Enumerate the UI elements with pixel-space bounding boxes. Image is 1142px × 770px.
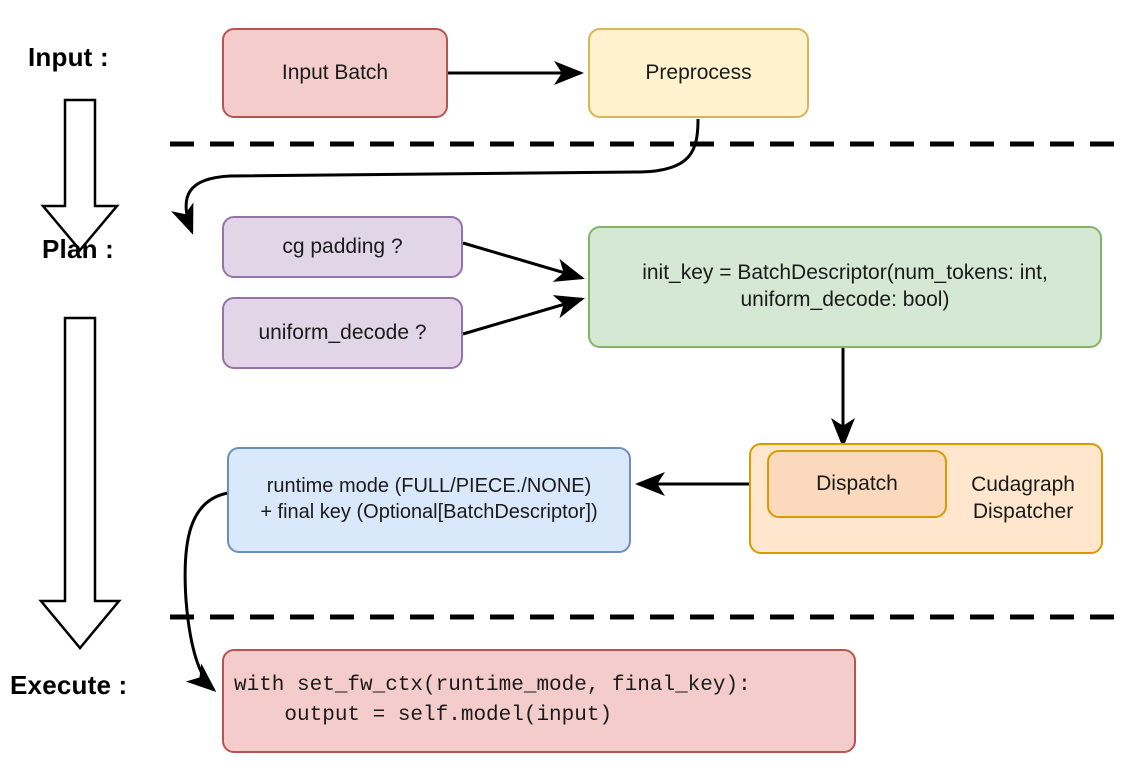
node-input-batch-label: Input Batch: [281, 60, 389, 84]
node-runtime-mode-label: runtime mode (FULL/PIECE./NONE) + final …: [260, 475, 598, 523]
stage-label-input: Input :: [28, 42, 109, 72]
node-uniform-decode[interactable]: uniform_decode ?: [222, 297, 463, 369]
node-dispatch[interactable]: Dispatch: [767, 450, 947, 518]
cg-padding-to-init-key-arrow: [462, 241, 585, 282]
node-execute-code[interactable]: with set_fw_ctx(runtime_mode, final_key)…: [222, 649, 856, 753]
node-input-batch[interactable]: Input Batch: [222, 28, 448, 118]
stage-label-execute: Execute :: [10, 670, 128, 700]
input-to-plan-block-arrow: [40, 98, 120, 252]
plan-to-execute-block-arrow: [38, 316, 122, 650]
node-dispatch-label: Dispatch: [816, 471, 898, 495]
node-init-key[interactable]: init_key = BatchDescriptor(num_tokens: i…: [588, 226, 1102, 348]
node-execute-code-label: with set_fw_ctx(runtime_mode, final_key)…: [234, 673, 751, 727]
node-preprocess-label: Preprocess: [645, 60, 752, 84]
node-init-key-label: init_key = BatchDescriptor(num_tokens: i…: [642, 261, 1048, 311]
node-cg-padding-label: cg padding ?: [282, 234, 403, 258]
node-runtime-mode[interactable]: runtime mode (FULL/PIECE./NONE) + final …: [227, 447, 631, 553]
node-uniform-decode-label: uniform_decode ?: [258, 320, 427, 344]
node-cudagraph-dispatcher-label: Cudagraph Dispatcher: [971, 472, 1075, 523]
stage-label-plan: Plan :: [42, 234, 114, 264]
node-preprocess[interactable]: Preprocess: [588, 28, 809, 118]
node-cg-padding[interactable]: cg padding ?: [222, 216, 463, 278]
uniform-decode-to-init-key-arrow: [462, 295, 585, 336]
